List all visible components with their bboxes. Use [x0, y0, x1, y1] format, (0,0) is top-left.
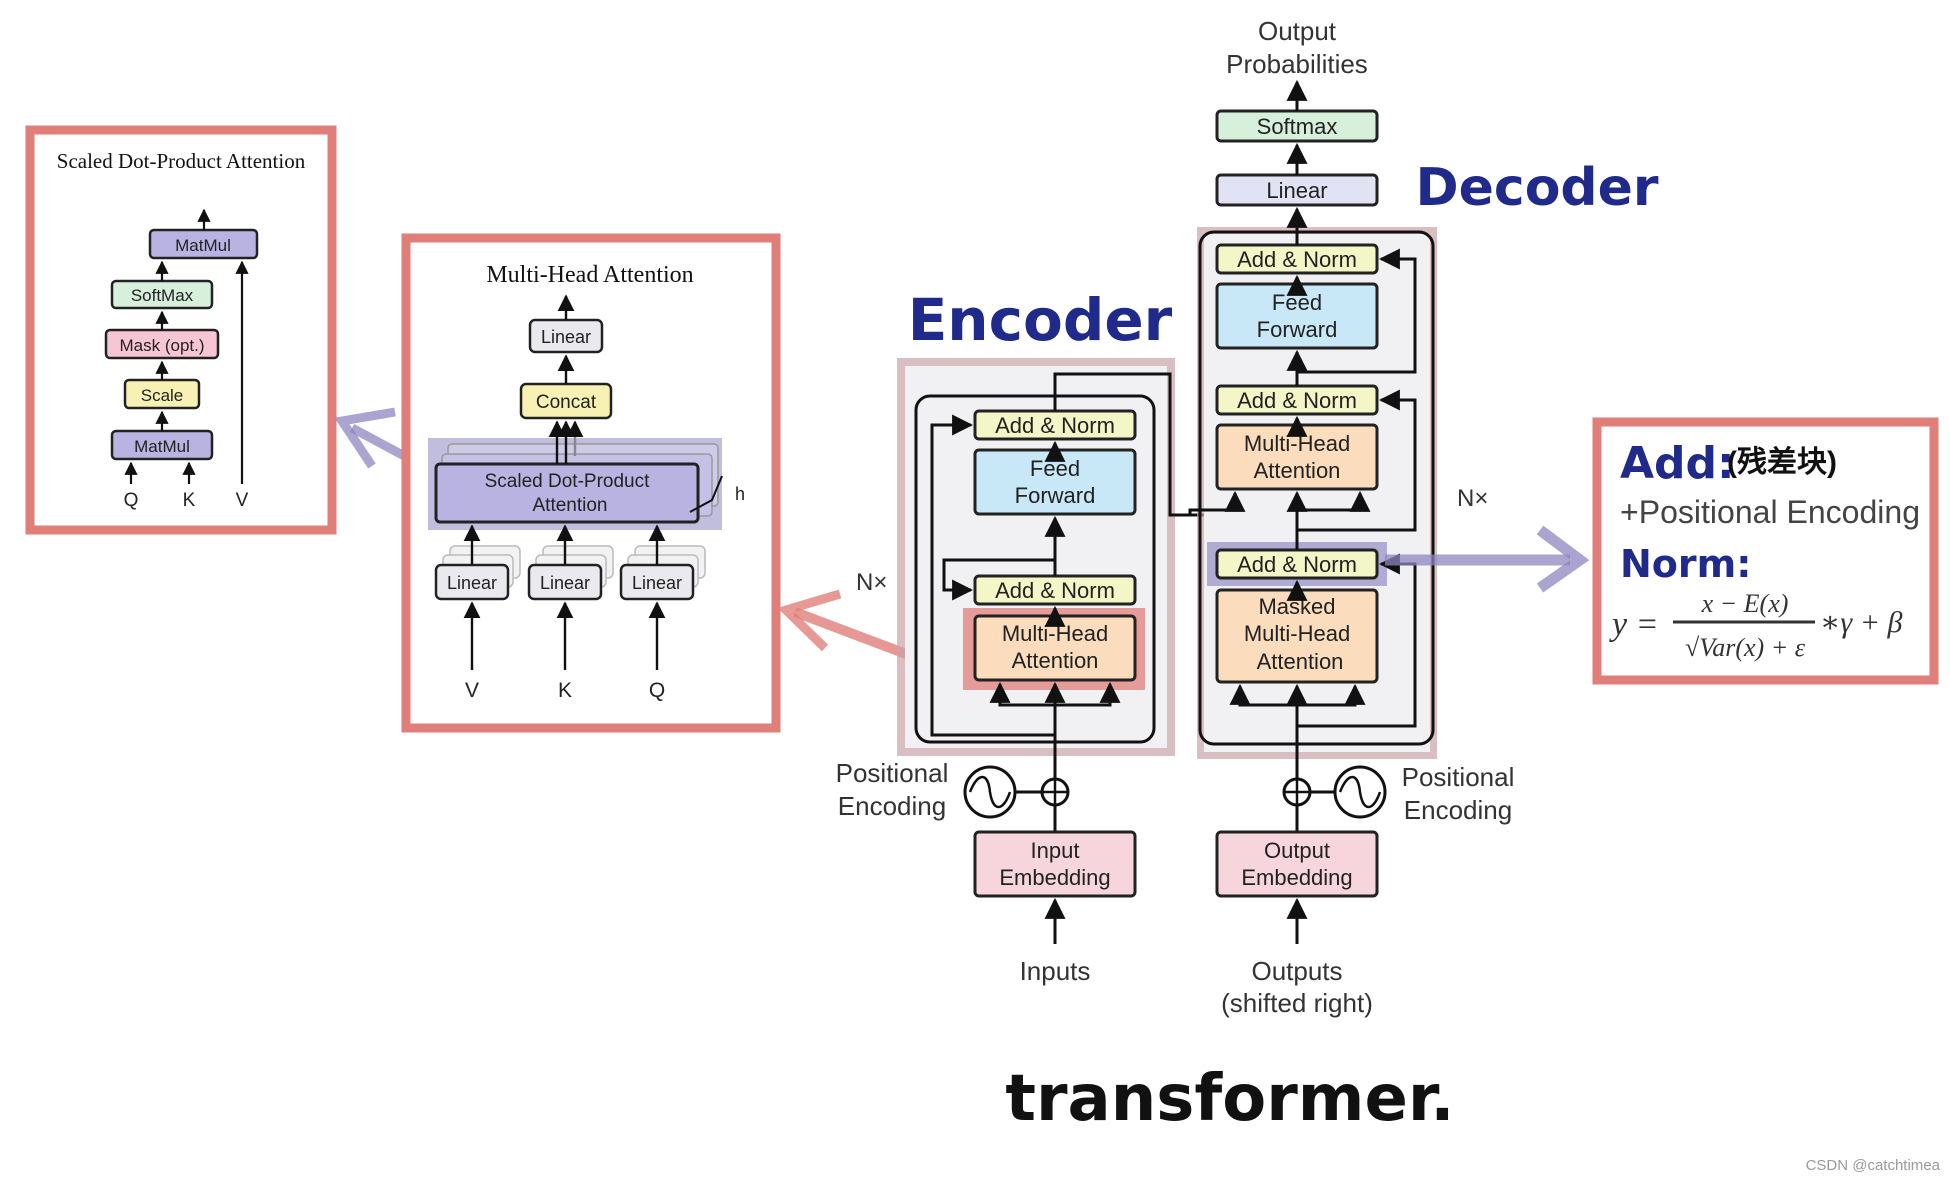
mha-linear-v-label: Linear: [447, 573, 497, 593]
encoder-input-emb-label-1: Input: [1031, 838, 1080, 863]
sdpa-panel: Scaled Dot-Product Attention MatMul Soft…: [25, 125, 337, 535]
encoder-inputs-label: Inputs: [1020, 956, 1091, 986]
encoder-mha-label-1: Multi-Head: [1002, 621, 1108, 646]
mha-sdpa-label-1: Scaled Dot-Product: [485, 471, 650, 492]
sdpa-q-label: Q: [124, 490, 139, 511]
decoder-linear-label: Linear: [1266, 178, 1327, 203]
decoder-output-emb-label-2: Embedding: [1241, 865, 1352, 890]
encoder-plus-icon: [1042, 779, 1068, 805]
mha-linear-top-label: Linear: [541, 327, 591, 347]
mha-linear-q-stack: [619, 545, 706, 601]
mha-arrows: [463, 294, 666, 670]
note-add-cn-label: (残差块): [1727, 446, 1837, 479]
decoder-masked-label-3: Attention: [1257, 649, 1344, 674]
encoder-add-norm-bottom-label: Add & Norm: [995, 578, 1115, 603]
decoder-pos-enc-label-2: Encoding: [1404, 795, 1512, 825]
mha-panel: Multi-Head Attention Linear Concat Scale…: [401, 233, 781, 733]
encoder-nx: N×: [856, 569, 887, 596]
encoder-feed-forward-label-1: Feed: [1030, 456, 1080, 481]
sdpa-matmul-top-label: MatMul: [175, 236, 231, 255]
decoder-sine-wave: [1338, 775, 1382, 809]
sdpa-panel-title: Scaled Dot-Product Attention: [57, 149, 306, 173]
mha-sdpa-label-2: Attention: [533, 495, 608, 516]
sdpa-k-label: K: [183, 490, 196, 511]
decoder-output-emb-label-1: Output: [1264, 838, 1330, 863]
note-formula-rhs: ∗γ + β: [1820, 606, 1902, 639]
encoder-title: Encoder: [908, 286, 1173, 354]
decoder-add-norm-1-label: Add & Norm: [1237, 247, 1357, 272]
decoder-output-probs-label-2: Probabilities: [1226, 49, 1368, 79]
sdpa-mask-label: Mask (opt.): [119, 336, 204, 355]
decoder-masked-label-2: Multi-Head: [1244, 621, 1350, 646]
sdpa-v-label: V: [236, 490, 249, 511]
decoder-pos-enc-label-1: Positional: [1402, 762, 1515, 792]
sdpa-matmul-bottom-label: MatMul: [134, 437, 190, 456]
decoder-add-norm-3-label: Add & Norm: [1237, 552, 1357, 577]
encoder-input-emb-label-2: Embedding: [999, 865, 1110, 890]
decoder-title: Decoder: [1415, 158, 1658, 218]
mha-linear-k-label: Linear: [540, 573, 590, 593]
sdpa-arrows: [124, 208, 249, 484]
note-formula-denominator: √Var(x) + ε: [1685, 633, 1806, 662]
note-formula-numerator: x − E(x): [1701, 589, 1789, 618]
mha-h-label: h: [735, 484, 745, 504]
encoder-input-embedding: [973, 830, 1137, 898]
decoder-block-outline: [1198, 230, 1435, 746]
decoder-mha-label-1: Multi-Head: [1244, 431, 1350, 456]
decoder-nx: N×: [1457, 485, 1488, 512]
decoder-plus-icon: [1284, 779, 1310, 805]
decoder-flow-lines: [1170, 79, 1417, 832]
decoder: Output Probabilities Softmax Linear Deco…: [1170, 16, 1659, 1018]
decoder-softmax-label: Softmax: [1257, 114, 1338, 139]
mha-panel-title: Multi-Head Attention: [486, 262, 693, 288]
decoder-feed-forward-label-2: Forward: [1257, 317, 1338, 342]
note-add-label: Add:: [1620, 438, 1735, 489]
encoder-pos-enc-label-1: Positional: [836, 758, 949, 788]
mha-k-label: K: [558, 679, 572, 702]
decoder-add-norm-2-label: Add & Norm: [1237, 388, 1357, 413]
encoder: Encoder N× Add & Norm Feed Forward Add &…: [836, 286, 1249, 986]
mha-h-bracket: [689, 475, 723, 513]
note-pos-label: +Positional Encoding: [1620, 494, 1920, 530]
encoder-block-outline: [914, 394, 1156, 744]
watermark: CSDN @catchtimea: [1806, 1157, 1941, 1174]
sdpa-softmax-label: SoftMax: [131, 286, 194, 305]
decoder-outputs-label-1: Outputs: [1251, 956, 1342, 986]
decoder-output-probs-label-1: Output: [1258, 16, 1337, 46]
mha-linear-v-stack: [434, 545, 521, 601]
encoder-sine-wave: [968, 775, 1012, 809]
mha-q-label: Q: [649, 679, 665, 702]
arrow-decoder-to-note: [1385, 525, 1590, 593]
mha-concat-label: Concat: [536, 392, 597, 413]
decoder-mha-label-2: Attention: [1254, 458, 1341, 483]
note-panel: Add: (残差块) +Positional Encoding Norm: y …: [1592, 417, 1939, 685]
encoder-feed-forward-label-2: Forward: [1015, 483, 1096, 508]
mha-linear-q-label: Linear: [632, 573, 682, 593]
decoder-output-embedding: [1215, 830, 1379, 898]
caption: transformer.: [1005, 1062, 1454, 1136]
encoder-add-norm-top-label: Add & Norm: [995, 413, 1115, 438]
mha-v-label: V: [465, 679, 479, 702]
decoder-masked-label-1: Masked: [1258, 594, 1335, 619]
encoder-mha-label-2: Attention: [1012, 648, 1099, 673]
note-formula-lhs: y =: [1609, 606, 1659, 643]
note-panel-frame: [1592, 417, 1939, 685]
sdpa-scale-label: Scale: [141, 386, 184, 405]
note-norm-label: Norm:: [1620, 542, 1751, 586]
decoder-feed-forward-label-1: Feed: [1272, 290, 1322, 315]
encoder-pos-enc-label-2: Encoding: [838, 791, 946, 821]
decoder-outputs-label-2: (shifted right): [1221, 988, 1373, 1018]
